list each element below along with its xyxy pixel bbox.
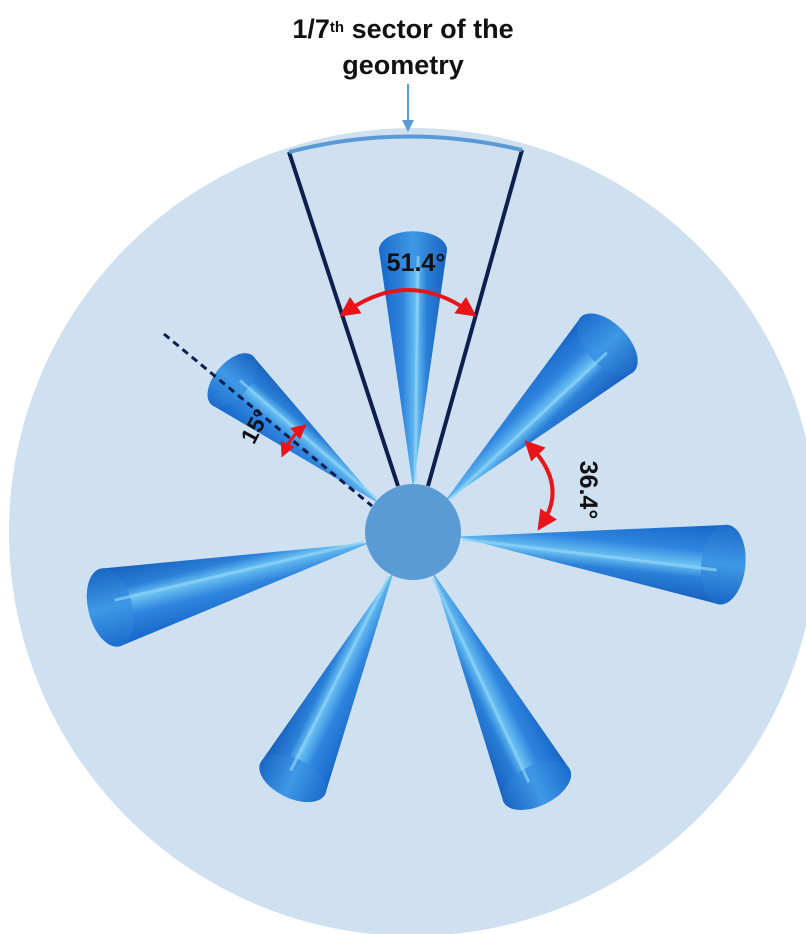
blade-body (456, 524, 746, 605)
blade-highlight (449, 351, 608, 500)
blade-highlight (114, 540, 365, 602)
blade-cap (701, 524, 746, 605)
title-line-2: geometry (342, 50, 464, 80)
blade (259, 571, 394, 803)
blade-highlight (413, 255, 420, 483)
blade-cap (379, 231, 447, 269)
title-line-1: 1/7th sector of the (0, 14, 806, 45)
between-blades-angle-arrow (524, 440, 557, 531)
sector-arc (288, 134, 523, 154)
hub-circle (365, 484, 461, 580)
title-fraction: 1/7 (292, 14, 330, 44)
blade-body (379, 231, 447, 488)
blade-cap (502, 761, 572, 810)
blade-cap (207, 353, 257, 408)
blade-axis-dashed-line (163, 332, 373, 508)
blade-body (259, 571, 394, 803)
blade (431, 571, 572, 810)
blade-cap (576, 313, 638, 376)
sector-angle-label: 51.4° (387, 249, 446, 277)
blade-highlight (431, 577, 531, 784)
blade-body (444, 313, 638, 502)
blade (444, 313, 638, 502)
sector-line-left (287, 151, 400, 487)
blade-cap (259, 754, 327, 803)
between-blades-angle-label: 36.4° (574, 461, 602, 520)
blade-tilt-arrow (280, 424, 307, 458)
blades-group (86, 231, 746, 810)
blade-cap (86, 568, 134, 647)
blade-body (432, 571, 572, 810)
blade (379, 231, 447, 488)
sector-line-right (426, 149, 524, 487)
blade-highlight (238, 379, 377, 500)
sector-angle-arrow (339, 288, 477, 317)
blade-highlight (289, 575, 391, 772)
blade-body (86, 542, 371, 647)
blade (86, 540, 371, 647)
title-superscript: th (329, 19, 345, 36)
blade (456, 524, 746, 605)
title-pointer-arrowhead (402, 120, 414, 132)
title-rest: sector of the (344, 14, 514, 44)
blade-highlight (462, 537, 717, 572)
